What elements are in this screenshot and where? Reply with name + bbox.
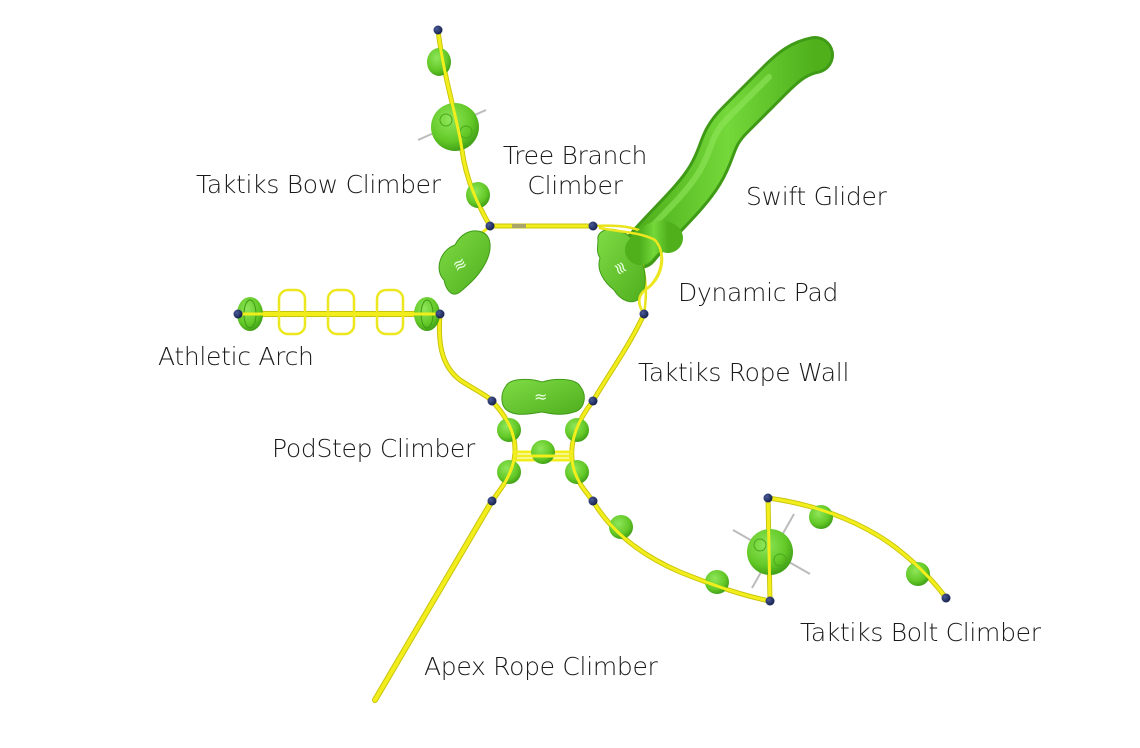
joint-node [639, 309, 649, 319]
joint-node [588, 496, 598, 506]
curve-holds[interactable] [591, 500, 771, 603]
label-taktiks-rope-wall: Taktiks Rope Wall [638, 358, 850, 387]
svg-text:≈: ≈ [534, 387, 547, 406]
podstep-climber[interactable]: ≈ [490, 378, 595, 502]
label-taktiks-bow-climber: Taktiks Bow Climber [196, 170, 441, 199]
athletic-arch-rings[interactable] [277, 288, 405, 336]
label-taktiks-bolt-climber: Taktiks Bolt Climber [800, 618, 1041, 647]
left-wave-pad[interactable]: ≋ [438, 230, 491, 295]
label-swift-glider: Swift Glider [746, 182, 887, 211]
swift-glider-slide[interactable] [621, 36, 834, 269]
joints [233, 25, 951, 606]
label-athletic-arch: Athletic Arch [158, 342, 314, 371]
joint-node [435, 309, 445, 319]
joint-node [588, 221, 598, 231]
label-tree-branch-line1: Tree Branch [502, 141, 648, 170]
joint-node [941, 593, 951, 603]
joint-node [487, 496, 497, 506]
joint-node [233, 309, 243, 319]
label-apex-rope-climber: Apex Rope Climber [424, 652, 658, 681]
joint-node [763, 493, 773, 503]
joint-node [485, 221, 495, 231]
joint-node [487, 396, 497, 406]
label-tree-branch-line2: Climber [527, 171, 623, 200]
label-dynamic-pad: Dynamic Pad [678, 278, 839, 307]
joint-node [433, 25, 443, 35]
joint-node [765, 596, 775, 606]
label-tree-branch-climber: Tree Branch Climber [500, 141, 650, 201]
bow-climber-holds[interactable] [417, 29, 492, 227]
dynamic-pad-loop [599, 226, 664, 315]
athletic-arch-end-holds[interactable] [237, 297, 440, 331]
bolt-climber-holds[interactable] [732, 496, 948, 602]
swift-glider-mouth [625, 220, 683, 265]
label-podstep-climber: PodStep Climber [272, 434, 475, 463]
joint-node [588, 396, 598, 406]
